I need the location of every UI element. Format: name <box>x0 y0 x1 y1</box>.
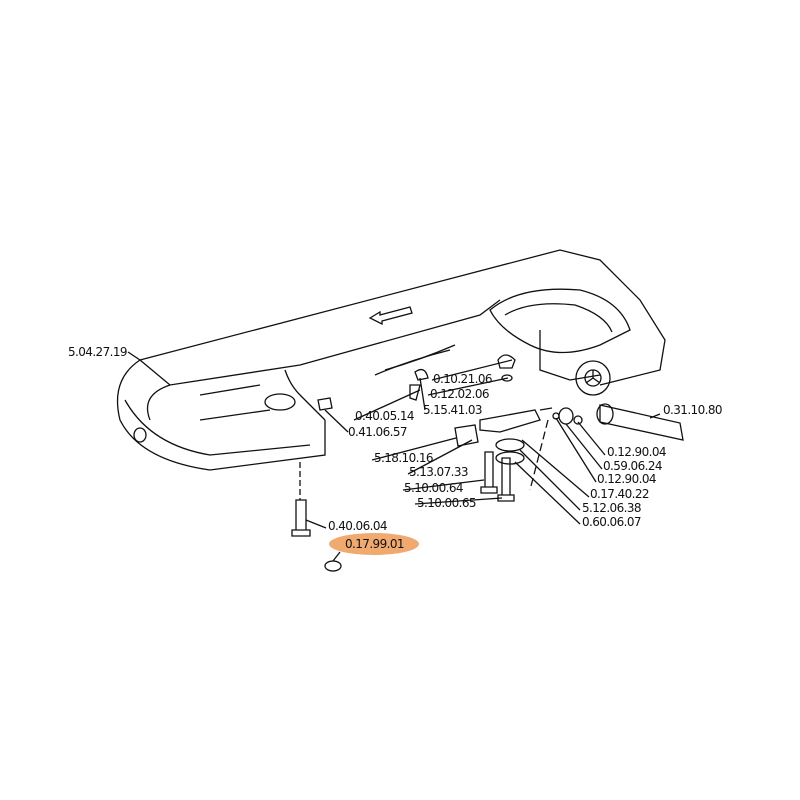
label-cap-nut[interactable]: 0.10.21.06 <box>433 372 492 386</box>
label-block[interactable]: 5.18.10.16 <box>374 451 433 465</box>
label-washer-2[interactable]: 0.12.90.04 <box>597 472 656 486</box>
label-long-bolt[interactable]: 0.31.10.80 <box>663 403 722 417</box>
label-nut[interactable]: 0.59.06.24 <box>603 459 662 473</box>
label-bolt-bottom[interactable]: 0.40.06.04 <box>328 519 387 533</box>
label-pin-b[interactable]: 5.10.00.65 <box>417 496 476 510</box>
label-clip[interactable]: 5.15.41.03 <box>423 403 482 417</box>
bracket-shape <box>479 409 541 433</box>
housing-front-edge <box>116 359 326 471</box>
label-washer-1[interactable]: 0.12.90.04 <box>607 445 666 459</box>
label-roller[interactable]: 5.12.06.38 <box>582 501 641 515</box>
wheel-recess <box>489 288 631 354</box>
label-grub-screw[interactable]: 0.41.06.57 <box>348 425 407 439</box>
housing-top-edge <box>139 249 666 386</box>
label-ring[interactable]: 0.17.40.22 <box>590 487 649 501</box>
label-bracket[interactable]: 5.13.07.33 <box>409 465 468 479</box>
label-bearing[interactable]: 0.60.06.07 <box>582 515 641 529</box>
direction-arrow <box>368 306 413 326</box>
label-pin-a[interactable]: 5.10.00.64 <box>404 481 463 495</box>
label-washer-top[interactable]: 0.12.02.06 <box>430 387 489 401</box>
label-housing[interactable]: 5.04.27.19 <box>68 345 127 359</box>
label-screw-a[interactable]: 0.40.05.14 <box>355 409 414 423</box>
label-cap-highlighted[interactable]: 0.17.99.01 <box>345 537 404 551</box>
highlight-ellipse <box>329 533 419 555</box>
